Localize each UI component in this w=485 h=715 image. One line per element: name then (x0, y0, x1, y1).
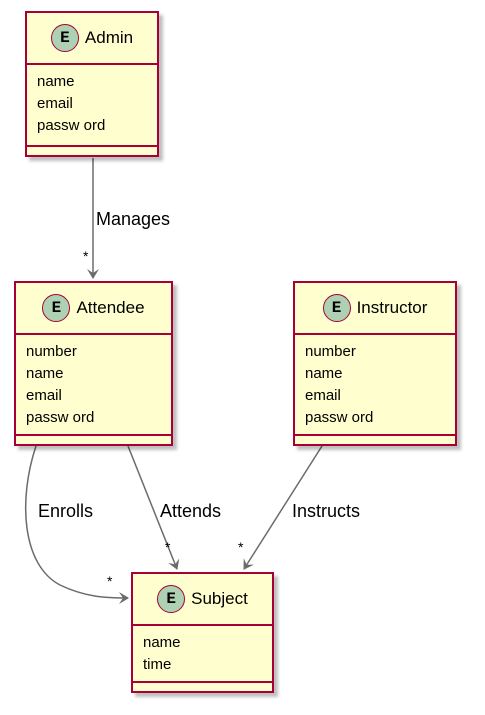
edge-attends[interactable]: Attends * (127, 445, 221, 570)
entity-icon: E (322, 294, 351, 322)
entity-subject-header: E Subject (133, 574, 272, 626)
edge-attends-label: Attends (160, 501, 221, 521)
entity-admin-title: Admin (84, 28, 134, 47)
edge-manages-label: Manages (96, 209, 170, 229)
entity-attendee-methods-divider (16, 434, 171, 436)
attribute: email (305, 387, 341, 404)
attribute: time (143, 656, 172, 673)
entity-icon: E (50, 24, 79, 52)
entity-attendee-header: E Attendee (16, 283, 171, 335)
entity-instructor-attributes: number name email passw ord (295, 335, 455, 433)
entity-icon: E (157, 585, 186, 613)
entity-instructor-methods-divider (295, 434, 455, 436)
edge-instructs[interactable]: Instructs * (238, 445, 360, 570)
entity-admin-header: E Admin (27, 13, 157, 65)
attribute: name (305, 365, 343, 382)
edge-instructs-label: Instructs (292, 501, 360, 521)
attribute: passw ord (37, 117, 106, 134)
edge-attends-multiplicity: * (165, 539, 171, 555)
entity-subject-attributes: name time (133, 626, 272, 680)
attribute: passw ord (305, 409, 374, 426)
entity-attendee[interactable]: E Attendee number name email passw ord (14, 281, 173, 446)
attribute: name (37, 73, 75, 90)
entity-instructor-header: E Instructor (295, 283, 455, 335)
entity-subject-methods-divider (133, 681, 272, 683)
entity-admin[interactable]: E Admin name email passw ord (25, 11, 159, 157)
attribute: email (26, 387, 62, 404)
entity-subject[interactable]: E Subject name time (131, 572, 274, 693)
attribute: passw ord (26, 409, 95, 426)
edge-enrolls[interactable]: Enrolls * (24, 445, 129, 604)
entity-attendee-title: Attendee (76, 298, 145, 317)
entity-admin-methods-divider (27, 145, 157, 147)
attribute: number (26, 343, 77, 360)
entity-icon: E (42, 294, 71, 322)
edge-enrolls-label: Enrolls (38, 501, 93, 521)
entity-admin-attributes: name email passw ord (27, 65, 157, 141)
entity-instructor-title: Instructor (356, 298, 428, 317)
edge-manages[interactable]: Manages * (83, 158, 170, 279)
entity-subject-title: Subject (191, 589, 248, 608)
edge-manages-multiplicity: * (83, 248, 89, 264)
entity-instructor[interactable]: E Instructor number name email passw ord (293, 281, 457, 446)
attribute: name (143, 634, 181, 651)
edge-enrolls-multiplicity: * (107, 573, 113, 589)
edge-instructs-multiplicity: * (238, 539, 244, 555)
attribute: number (305, 343, 356, 360)
attribute: name (26, 365, 64, 382)
attribute: email (37, 95, 73, 112)
entity-attendee-attributes: number name email passw ord (16, 335, 171, 433)
